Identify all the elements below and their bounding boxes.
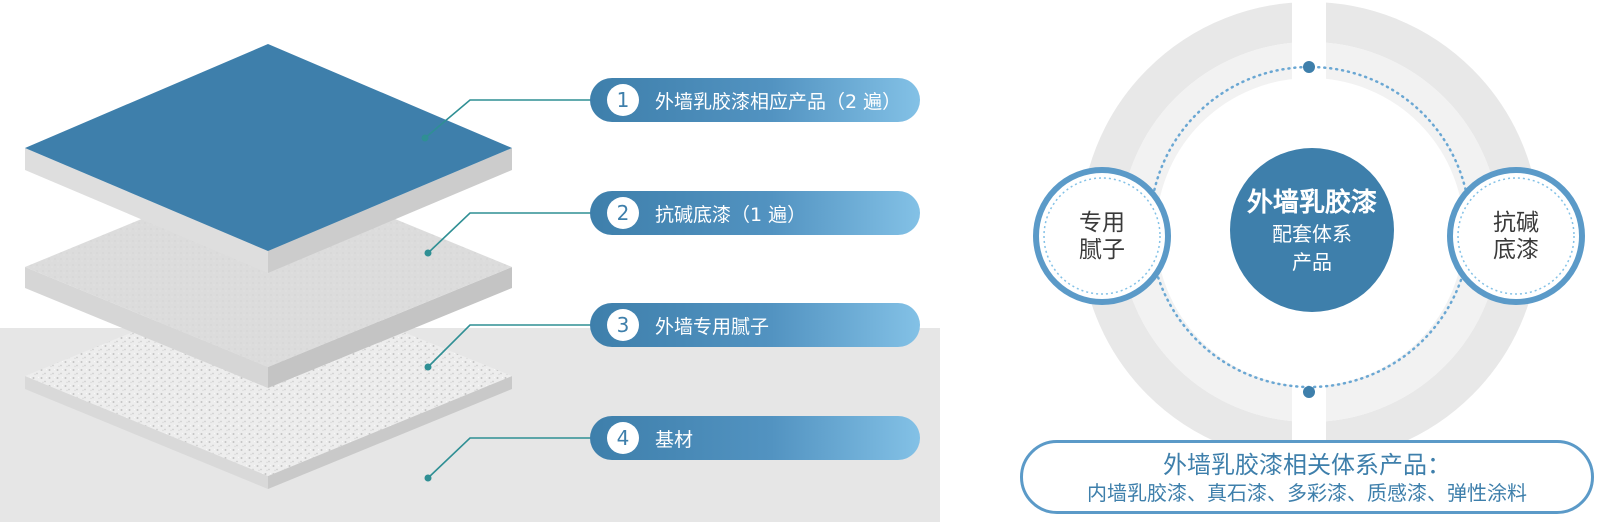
connector-dot-4 xyxy=(424,474,432,482)
layer-label-2: 2 抗碱底漆（1 遍） xyxy=(590,191,920,235)
layer-number-1: 1 xyxy=(607,84,639,116)
connector-dot-2 xyxy=(424,249,432,257)
related-products-list: 内墙乳胶漆、真石漆、多彩漆、质感漆、弹性涂料 xyxy=(1087,481,1527,505)
right-node xyxy=(1447,167,1585,305)
center-label: 外墙乳胶漆 配套体系 产品 xyxy=(1230,186,1394,276)
related-products-box: 外墙乳胶漆相关体系产品： 内墙乳胶漆、真石漆、多彩漆、质感漆、弹性涂料 xyxy=(1020,440,1594,514)
connector-dot-1 xyxy=(421,134,429,142)
system-ring-diagram xyxy=(1033,0,1585,450)
layer-number-3: 3 xyxy=(607,309,639,341)
layer-text-2: 抗碱底漆（1 遍） xyxy=(655,203,807,226)
orbit-dot-bottom xyxy=(1303,386,1315,398)
center-subtitle-2: 产品 xyxy=(1292,250,1332,274)
right-node-label: 抗碱 底漆 xyxy=(1493,210,1539,263)
layer-number-2: 2 xyxy=(607,197,639,229)
center-title: 外墙乳胶漆 xyxy=(1246,188,1377,218)
layer-label-1: 1 外墙乳胶漆相应产品（2 遍） xyxy=(590,78,920,122)
connector-dot-3 xyxy=(424,363,432,371)
connector-4 xyxy=(427,437,600,479)
connector-3 xyxy=(427,324,600,368)
connector-lines xyxy=(424,99,600,479)
layer-text-3: 外墙专用腻子 xyxy=(655,315,770,338)
center-subtitle-1: 配套体系 xyxy=(1272,222,1352,246)
connector-2 xyxy=(427,212,600,254)
orbit-dot-top xyxy=(1303,61,1315,73)
connector-1 xyxy=(424,99,600,139)
topcoat-layer xyxy=(25,44,512,273)
related-products-title: 外墙乳胶漆相关体系产品： xyxy=(1163,451,1451,479)
left-node-label: 专用 腻子 xyxy=(1079,210,1125,263)
layer-label-4: 4 基材 xyxy=(590,416,920,460)
layer-number-4: 4 xyxy=(607,422,639,454)
layer-text-1: 外墙乳胶漆相应产品（2 遍） xyxy=(655,90,902,113)
layer-text-4: 基材 xyxy=(655,428,694,451)
left-node xyxy=(1033,167,1171,305)
center-circle xyxy=(1230,148,1394,312)
layer-label-3: 3 外墙专用腻子 xyxy=(590,303,920,347)
